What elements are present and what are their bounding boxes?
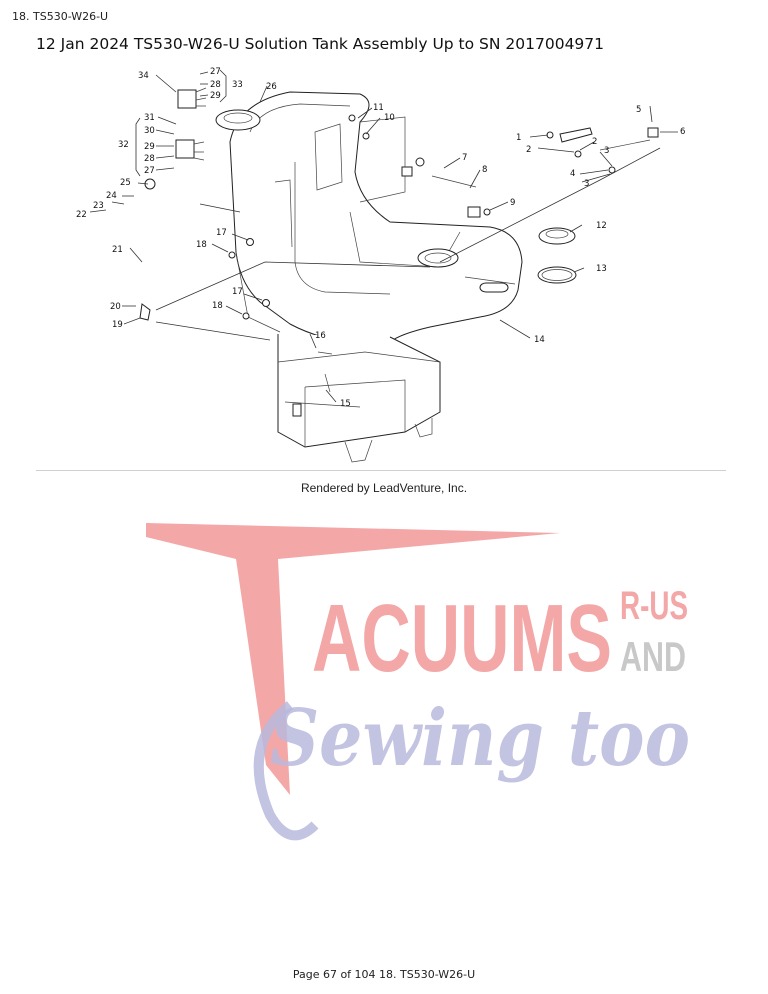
divider-rule	[36, 470, 726, 471]
drain-hose	[139, 178, 156, 321]
callout-16: 16	[315, 331, 326, 341]
callout-27-bottom: 27	[144, 166, 155, 176]
callout-23: 23	[93, 201, 104, 211]
callout-22: 22	[76, 210, 87, 220]
vacuums-r-us-watermark-logo: ACUUMS R-US AND Sewing too	[146, 523, 690, 841]
callout-5: 5	[636, 105, 641, 115]
callout-31: 31	[144, 113, 155, 123]
watermark-word-r-us: R-US	[620, 584, 688, 628]
leader-lines	[89, 69, 678, 403]
hardware	[228, 114, 491, 393]
callout-25: 25	[120, 178, 131, 188]
callout-10: 10	[384, 113, 395, 123]
callout-30: 30	[144, 126, 155, 136]
callout-15: 15	[340, 399, 351, 409]
callout-17-upper: 17	[216, 228, 227, 238]
page-footer: Page 67 of 104 18. TS530-W26-U	[292, 968, 476, 981]
callout-29-bottom: 29	[144, 142, 155, 152]
callout-2-left: 2	[526, 145, 531, 155]
callout-28-bottom: 28	[144, 154, 155, 164]
fill-cap	[538, 227, 576, 245]
exploded-parts-diagram: 34 27 28 29 33 26 31 30 32 29 28 27 11 1…	[76, 67, 685, 463]
callout-8: 8	[482, 165, 487, 175]
callout-18-upper: 18	[196, 240, 207, 250]
callout-9: 9	[510, 198, 515, 208]
callout-12: 12	[596, 221, 607, 231]
document-title: 12 Jan 2024 TS530-W26-U Solution Tank As…	[36, 35, 605, 53]
callout-7: 7	[462, 153, 467, 163]
watermark-word-main: ACUUMS	[312, 585, 612, 692]
lid-strut-assembly	[546, 127, 659, 174]
callout-11: 11	[373, 103, 384, 113]
callout-3-lower: 3	[584, 179, 589, 189]
callout-6: 6	[680, 127, 685, 137]
watermark-word-script: Sewing too	[270, 693, 690, 784]
callout-26: 26	[266, 82, 277, 92]
solution-tank-body	[229, 91, 523, 345]
callout-14: 14	[534, 335, 545, 345]
callout-2-right: 2	[592, 137, 597, 147]
callout-numbers: 34 27 28 29 33 26 31 30 32 29 28 27 11 1…	[76, 67, 685, 409]
callout-18-lower: 18	[212, 301, 223, 311]
valve-assembly-upper	[177, 87, 207, 109]
callout-1: 1	[516, 133, 521, 143]
callout-33: 33	[232, 80, 243, 90]
running-head: 18. TS530-W26-U	[12, 10, 109, 23]
watermark-script-swash	[253, 701, 319, 841]
tank-lid	[215, 109, 261, 131]
callout-17-lower: 17	[232, 287, 243, 297]
callout-21: 21	[112, 245, 123, 255]
callout-32: 32	[118, 140, 129, 150]
callout-34: 34	[138, 71, 149, 81]
render-credit: Rendered by LeadVenture, Inc.	[300, 481, 468, 495]
cap-seal	[537, 266, 577, 284]
watermark-word-and: AND	[620, 633, 686, 680]
watermark-v-shape	[146, 523, 560, 795]
callout-19: 19	[112, 320, 123, 330]
tank-frame	[277, 334, 441, 463]
callout-4: 4	[570, 169, 575, 179]
callout-24: 24	[106, 191, 117, 201]
callout-28-top: 28	[210, 80, 221, 90]
valve-assembly-lower	[175, 139, 205, 161]
callout-29-top: 29	[210, 91, 221, 101]
callout-13: 13	[596, 264, 607, 274]
callout-20: 20	[110, 302, 121, 312]
callout-3-upper: 3	[604, 146, 609, 156]
callout-27-top: 27	[210, 67, 221, 77]
